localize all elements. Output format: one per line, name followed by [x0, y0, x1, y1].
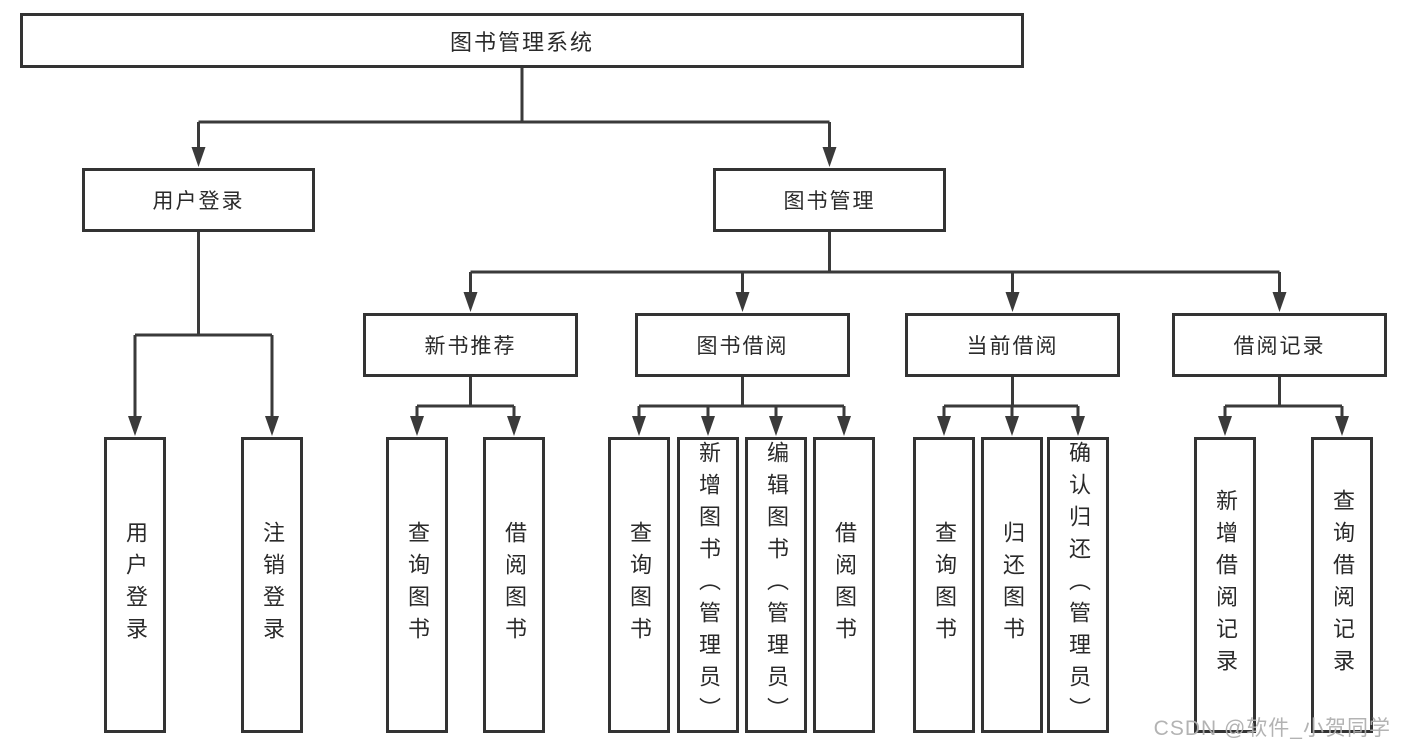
- node-leaf-edit-book-admin: 编辑图书（管理员）: [745, 437, 807, 733]
- node-book-borrowing: 图书借阅: [635, 313, 850, 377]
- arrowhead: [507, 416, 521, 436]
- node-library-management-system: 图书管理系统: [20, 13, 1024, 68]
- node-user-login: 用户登录: [82, 168, 315, 232]
- node-leaf-add-borrow-record: 新增借阅记录: [1194, 437, 1256, 733]
- node-leaf-logout: 注销登录: [241, 437, 303, 733]
- arrowhead: [1335, 416, 1349, 436]
- edge-root-to-level2: [191, 68, 837, 167]
- node-leaf-confirm-return-admin: 确认归还（管理员）: [1047, 437, 1109, 733]
- node-leaf-add-book-admin: 新增图书（管理员）: [677, 437, 739, 733]
- edge-user-login-to-leaves: [128, 232, 279, 436]
- arrowhead: [463, 292, 478, 312]
- node-leaf-borrow-books-1: 借阅图书: [483, 437, 545, 733]
- arrowhead: [128, 416, 142, 436]
- arrowhead: [937, 416, 951, 436]
- arrowhead: [410, 416, 424, 436]
- node-borrowing-records: 借阅记录: [1172, 313, 1387, 377]
- arrowhead: [769, 416, 783, 436]
- node-current-borrowing: 当前借阅: [905, 313, 1120, 377]
- node-leaf-return-book: 归还图书: [981, 437, 1043, 733]
- node-book-management: 图书管理: [713, 168, 946, 232]
- edge-book-borrow-to-leaves: [632, 377, 851, 436]
- arrowhead: [701, 416, 715, 436]
- arrowhead: [822, 147, 837, 167]
- edge-new-books-to-leaves: [410, 377, 521, 436]
- arrowhead: [265, 416, 279, 436]
- node-leaf-query-books-2: 查询图书: [608, 437, 670, 733]
- arrowhead: [837, 416, 851, 436]
- node-leaf-borrow-books-2: 借阅图书: [813, 437, 875, 733]
- edge-book-mgmt-to-level3: [463, 232, 1287, 312]
- arrowhead: [1218, 416, 1232, 436]
- arrowhead: [1272, 292, 1287, 312]
- node-leaf-query-books-3: 查询图书: [913, 437, 975, 733]
- node-new-book-recommend: 新书推荐: [363, 313, 578, 377]
- edge-current-borrow-to-leaves: [937, 377, 1085, 436]
- arrowhead: [191, 147, 206, 167]
- arrowhead: [1005, 416, 1019, 436]
- node-leaf-user-login: 用户登录: [104, 437, 166, 733]
- arrowhead: [1071, 416, 1085, 436]
- arrowhead: [632, 416, 646, 436]
- node-leaf-query-borrow-record: 查询借阅记录: [1311, 437, 1373, 733]
- edge-borrow-records-to-leaves: [1218, 377, 1349, 436]
- node-leaf-query-books-1: 查询图书: [386, 437, 448, 733]
- arrowhead: [1005, 292, 1020, 312]
- watermark: CSDN @软件_小贺同学: [1153, 717, 1391, 740]
- arrowhead: [735, 292, 750, 312]
